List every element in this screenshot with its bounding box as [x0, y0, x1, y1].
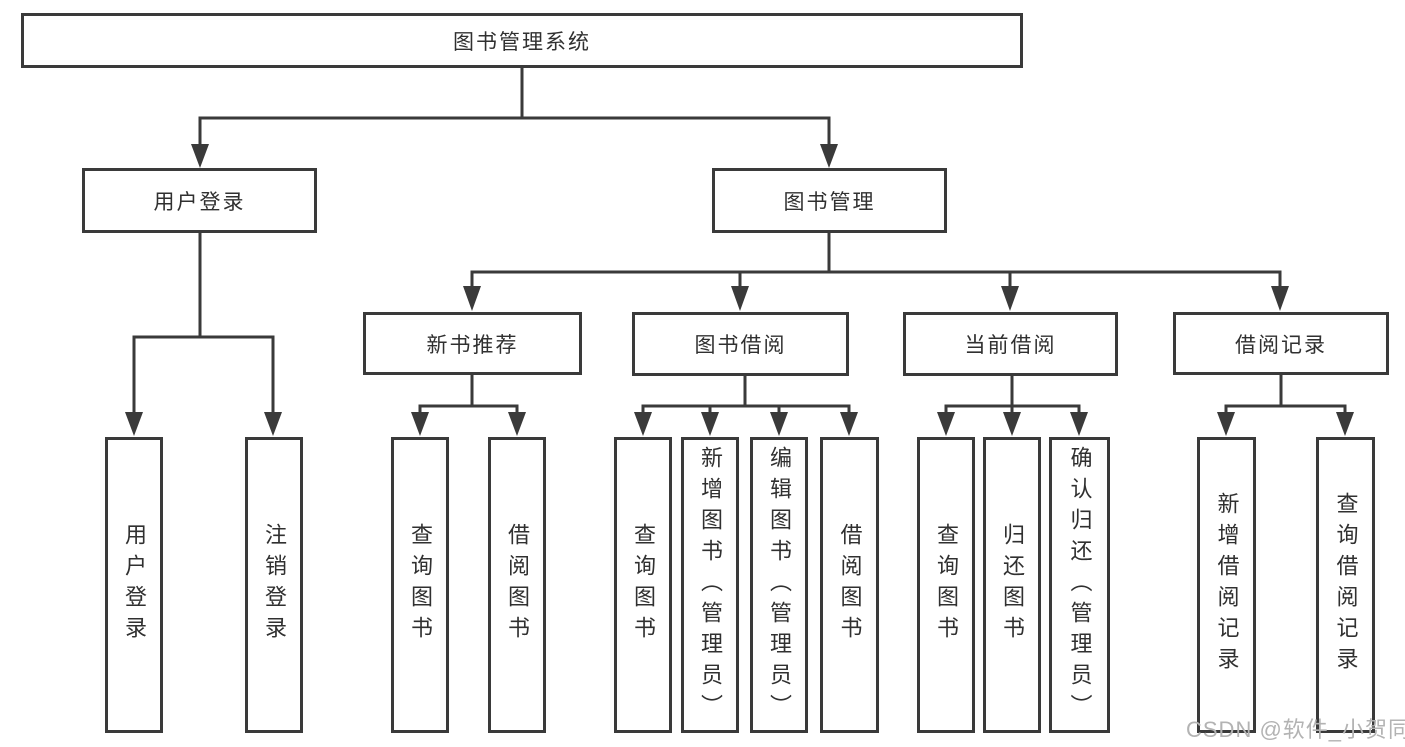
- arrowhead: [1070, 412, 1088, 436]
- node-label: 新书推荐: [426, 333, 519, 357]
- node-label: 编辑图书（管理员）: [767, 445, 792, 725]
- node-label: 图书借阅: [694, 334, 787, 357]
- node-current-borrowing: 当前借阅: [903, 312, 1118, 376]
- arrowhead: [463, 286, 481, 311]
- arrowhead: [191, 144, 209, 168]
- node-label: 用户登录: [122, 523, 147, 647]
- node-label: 查询图书: [408, 523, 433, 647]
- node-new-book-recommend: 新书推荐: [363, 312, 582, 375]
- node-borrowing-records: 借阅记录: [1173, 312, 1389, 375]
- arrowhead: [1001, 286, 1019, 311]
- node-return-books: 归还图书: [983, 437, 1041, 733]
- node-add-books-admin: 新增图书（管理员）: [681, 437, 739, 733]
- node-label: 用户登录: [153, 190, 246, 214]
- node-label: 借阅图书: [837, 523, 863, 647]
- arrowhead: [770, 412, 788, 436]
- arrowhead: [411, 412, 429, 436]
- arrowhead: [1271, 286, 1289, 311]
- arrowhead: [731, 286, 749, 311]
- node-library-system: 图书管理系统: [21, 13, 1023, 68]
- node-label: 确认归还（管理员）: [1067, 445, 1093, 725]
- node-label: 新增图书（管理员）: [698, 445, 723, 725]
- arrowhead: [508, 412, 526, 436]
- watermark: CSDN @软件_小贺同学: [1186, 717, 1405, 742]
- node-label: 注销登录: [262, 523, 287, 647]
- node-query-books-current: 查询图书: [917, 437, 975, 733]
- node-logout: 注销登录: [245, 437, 303, 733]
- node-query-books-recommend: 查询图书: [391, 437, 449, 733]
- node-label: 图书管理系统: [453, 30, 591, 54]
- node-borrow-books: 借阅图书: [820, 437, 879, 733]
- arrowhead: [1003, 412, 1021, 436]
- arrowhead: [1217, 412, 1235, 436]
- node-book-management: 图书管理: [712, 168, 947, 233]
- node-add-borrow-record: 新增借阅记录: [1197, 437, 1256, 733]
- node-user-login-branch: 用户登录: [82, 168, 317, 233]
- node-confirm-return-admin: 确认归还（管理员）: [1049, 437, 1110, 733]
- node-user-login: 用户登录: [105, 437, 163, 733]
- node-query-books-borrowing: 查询图书: [614, 437, 672, 733]
- arrowhead: [125, 412, 143, 436]
- node-edit-books-admin: 编辑图书（管理员）: [750, 437, 808, 733]
- node-label: 借阅图书: [505, 523, 530, 647]
- node-label: 图书管理: [783, 190, 876, 214]
- arrowhead: [820, 144, 838, 168]
- node-book-borrowing: 图书借阅: [632, 312, 849, 376]
- node-label: 借阅记录: [1235, 333, 1327, 357]
- arrowhead: [264, 412, 282, 436]
- node-label: 新增借阅记录: [1214, 492, 1240, 678]
- arrowhead: [634, 412, 652, 436]
- arrowhead: [840, 412, 858, 436]
- node-borrow-books-recommend: 借阅图书: [488, 437, 546, 733]
- arrowhead: [701, 412, 719, 436]
- arrowhead: [937, 412, 955, 436]
- arrowhead: [1336, 412, 1354, 436]
- node-label: 查询图书: [934, 523, 959, 647]
- node-label: 当前借阅: [964, 334, 1057, 357]
- node-label: 查询借阅记录: [1333, 492, 1359, 678]
- node-label: 归还图书: [1000, 523, 1025, 647]
- node-label: 查询图书: [631, 523, 656, 647]
- node-query-borrow-record: 查询借阅记录: [1316, 437, 1375, 733]
